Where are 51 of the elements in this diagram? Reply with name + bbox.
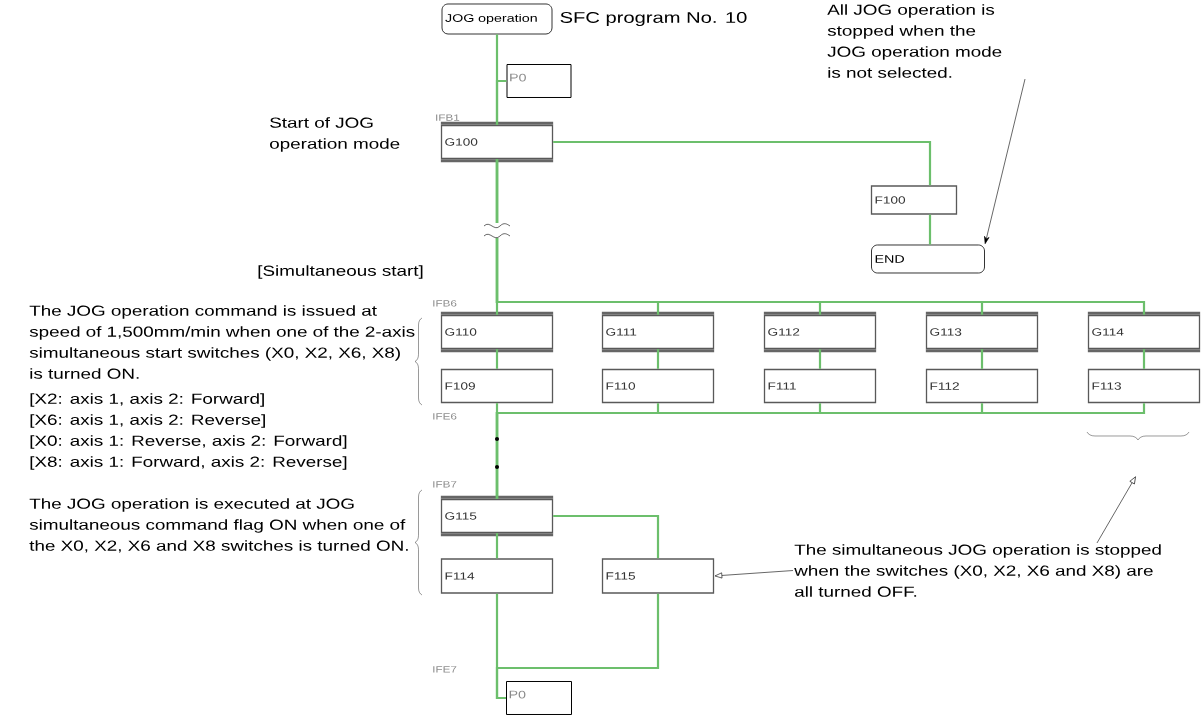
note-text: [Simultaneous start] bbox=[258, 265, 423, 279]
note-text: Start of JOG operation mode bbox=[270, 117, 400, 152]
flow-line bbox=[495, 79, 507, 125]
jump-box: P0 bbox=[506, 64, 572, 98]
note-text: The JOG operation command is issued at speed of 1,500mm/min when one of the 2-axis simultaneous start switches (X0, X2, X6, X8) is turned ON. bbox=[29, 305, 415, 379]
action-box: F113 bbox=[1087, 368, 1201, 404]
flow-line bbox=[495, 349, 499, 369]
step-tag: IFB6 bbox=[433, 300, 457, 307]
action-box: F114 bbox=[440, 558, 554, 594]
flow-line bbox=[656, 349, 660, 369]
step-tag: IFE7 bbox=[433, 666, 457, 673]
step-tag: IFB1 bbox=[436, 114, 460, 121]
step-box: G100 bbox=[440, 121, 554, 163]
flow-line bbox=[495, 533, 499, 559]
action-box: F109 bbox=[440, 368, 554, 404]
flow-line bbox=[980, 349, 984, 369]
step-box: G110 bbox=[440, 311, 554, 353]
flow-line bbox=[553, 514, 660, 559]
note-text: [X6: axis 1, axis 2: Reverse] bbox=[30, 414, 265, 428]
program-title: SFC program No. 10 bbox=[560, 12, 747, 26]
step-box: G113 bbox=[925, 311, 1039, 353]
flow-line bbox=[495, 403, 1146, 499]
action-box: F111 bbox=[763, 368, 877, 404]
note-text: All JOG operation is stopped when the JOG operation mode is not selected. bbox=[827, 4, 1002, 78]
flow-line bbox=[495, 159, 1146, 315]
flow-line bbox=[553, 140, 932, 186]
flow-line bbox=[928, 214, 932, 245]
jump-box: P0 bbox=[506, 681, 572, 715]
leader-arrow bbox=[714, 570, 794, 579]
leader-arrow bbox=[1096, 476, 1136, 544]
step-tag: IFE6 bbox=[433, 413, 457, 420]
step-box: G114 bbox=[1087, 311, 1201, 353]
action-box: F110 bbox=[601, 368, 715, 404]
step-box: G111 bbox=[601, 311, 715, 353]
terminal-box: JOG operation bbox=[441, 3, 553, 35]
note-text: [X2: axis 1, axis 2: Forward] bbox=[30, 393, 264, 407]
note-text: [X8: axis 1: Forward, axis 2: Reverse] bbox=[30, 456, 347, 470]
flow-line bbox=[1142, 349, 1146, 369]
action-box: F100 bbox=[870, 185, 958, 215]
action-box: F115 bbox=[601, 558, 715, 594]
flow-line bbox=[818, 349, 822, 369]
step-box: G115 bbox=[440, 495, 554, 537]
leader-arrow bbox=[984, 78, 1026, 244]
terminal-box: END bbox=[871, 244, 985, 274]
note-text: The simultaneous JOG operation is stopped when the switches (X0, X2, X6 and X8) are all turned OFF. bbox=[794, 544, 1161, 597]
flow-line bbox=[495, 593, 660, 700]
step-box: G112 bbox=[763, 311, 877, 353]
step-tag: IFB7 bbox=[433, 481, 457, 488]
action-box: F112 bbox=[925, 368, 1039, 404]
note-text: [X0: axis 1: Reverse, axis 2: Forward] bbox=[30, 435, 347, 449]
note-text: The JOG operation is executed at JOG simultaneous command flag ON when one of the X0, X2, X6 and X8 switches is turned ON. bbox=[29, 498, 408, 553]
